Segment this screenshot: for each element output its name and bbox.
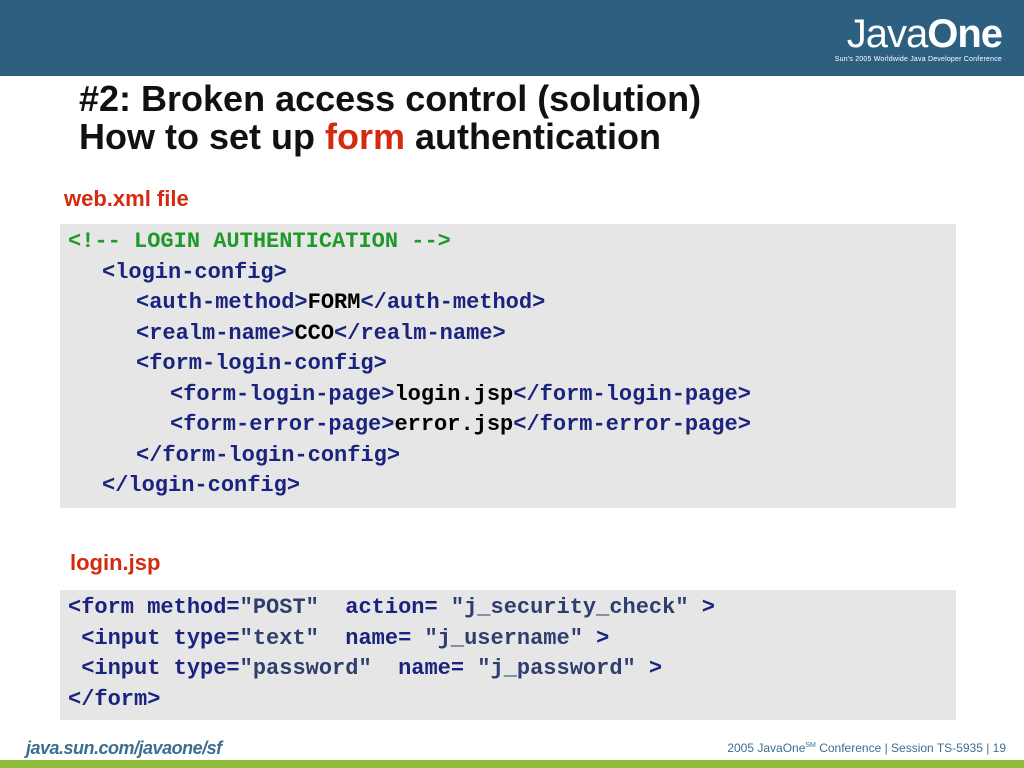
javaone-logo: JavaOne Sun's 2005 Worldwide Java Develo… [834, 12, 1003, 63]
header-bar: JavaOne Sun's 2005 Worldwide Java Develo… [0, 0, 1024, 76]
footer-bar [0, 760, 1024, 768]
logo-tagline: Sun's 2005 Worldwide Java Developer Conf… [834, 56, 1002, 63]
code-line: </form> [68, 686, 161, 712]
webxml-label: web.xml file [64, 186, 189, 211]
code-line: <!-- LOGIN AUTHENTICATION --> [68, 229, 451, 254]
footer-url: java.sun.com/javaone/sf [26, 738, 222, 758]
code-line: <realm-name>CCO</realm-name> [136, 320, 506, 346]
loginjsp-label: login.jsp [70, 550, 161, 575]
code-line: <login-config> [102, 259, 287, 285]
code-line: </form-login-config> [136, 442, 401, 468]
logo-wordmark: JavaOne [846, 12, 1003, 56]
code-line: </login-config> [102, 473, 301, 498]
title-highlight: form [325, 116, 405, 157]
footer-session-info: 2005 JavaOneSM Conference | Session TS-5… [727, 741, 1006, 755]
code-line: <input type="password" name= "j_password… [68, 656, 663, 681]
code-line: <form-login-page>login.jsp</form-login-p… [170, 381, 751, 407]
code-line: <input type="text" name= "j_username" > [68, 625, 610, 651]
code-line: <auth-method>FORM</auth-method> [136, 290, 546, 315]
title-line-2: How to set up form authentication [79, 116, 662, 157]
code-line: <form method="POST" action= "j_security_… [68, 595, 715, 620]
title-line-1: #2: Broken access control (solution) [79, 78, 702, 119]
webxml-code-block: <!-- LOGIN AUTHENTICATION --> <login-con… [60, 224, 956, 508]
slide-title: #2: Broken access control (solution) How… [79, 80, 701, 156]
code-line: <form-error-page>error.jsp</form-error-p… [170, 412, 751, 437]
code-line: <form-login-config> [136, 351, 387, 376]
loginjsp-code-block: <form method="POST" action= "j_security_… [60, 590, 956, 720]
